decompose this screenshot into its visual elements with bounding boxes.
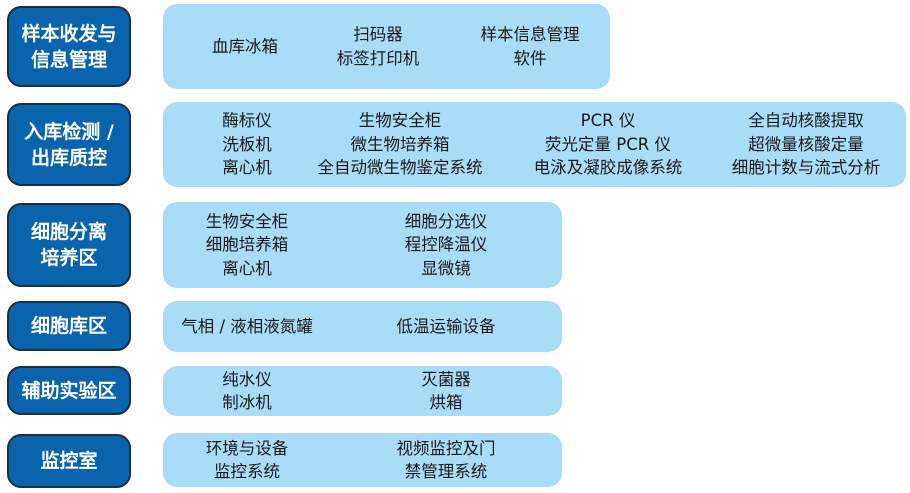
- equipment-column: PCR 仪荧光定量 PCR 仪电泳及凝胶成像系统: [534, 109, 683, 180]
- equipment-item: PCR 仪: [580, 111, 636, 131]
- equipment-item: 电泳及凝胶成像系统: [533, 158, 683, 178]
- equipment-column: 扫码器标签打印机: [337, 23, 420, 70]
- equipment-item: 细胞培养箱: [205, 235, 289, 255]
- equipment-column: 细胞分选仪程控降温仪显微镜: [405, 210, 488, 281]
- equipment-column: 生物安全柜微生物培养箱全自动微生物鉴定系统: [318, 109, 483, 180]
- equipment-item: 制冰机: [222, 393, 272, 412]
- equipment-item: 软件: [513, 48, 547, 68]
- zone-label: 监控室: [7, 434, 131, 488]
- zone-label-text: 细胞库区: [30, 315, 107, 337]
- equipment-item: 超微量核酸定量: [748, 134, 864, 154]
- equipment-column: 环境与设备监控系统: [206, 437, 289, 484]
- equipment-column: 样本信息管理软件: [481, 23, 580, 70]
- equipment-column: 视频监控及门禁管理系统: [397, 437, 496, 484]
- equipment-column: 全自动核酸提取超微量核酸定量细胞计数与流式分析: [732, 109, 881, 180]
- equipment-item: 细胞分选仪: [404, 211, 488, 231]
- equipment-item: 标签打印机: [336, 48, 420, 68]
- equipment-item: 血库冰箱: [212, 36, 278, 56]
- equipment-column: 生物安全柜细胞培养箱离心机: [206, 210, 289, 281]
- equipment-item: 禁管理系统: [404, 462, 488, 481]
- zone-label-text: 细胞分离 培养区: [30, 221, 107, 269]
- equipment-item: 灭菌器: [421, 369, 471, 389]
- equipment-column: 低温运输设备: [397, 315, 496, 339]
- equipment-panel: [163, 433, 562, 487]
- equipment-panel: [163, 102, 906, 187]
- equipment-item: 全自动核酸提取: [748, 111, 864, 131]
- zone-label-text: 样本收发与 信息管理: [21, 22, 117, 71]
- zone-label: 样本收发与 信息管理: [7, 6, 131, 87]
- zone-label-text: 入库检测 / 出库质控: [24, 120, 114, 169]
- zone-label-text: 辅助实验区: [21, 379, 117, 402]
- zone-label: 细胞库区: [7, 301, 131, 351]
- equipment-item: 洗板机: [222, 134, 272, 154]
- zone-label: 辅助实验区: [7, 366, 131, 415]
- equipment-column: 气相 / 液相液氮罐: [181, 315, 313, 339]
- zone-label: 入库检测 / 出库质控: [7, 103, 131, 186]
- equipment-item: 生物安全柜: [205, 211, 289, 231]
- equipment-item: 酶标仪: [222, 111, 272, 131]
- equipment-item: 样本信息管理: [480, 25, 580, 44]
- equipment-item: 生物安全柜: [358, 111, 442, 131]
- equipment-item: 视频监控及门: [396, 438, 496, 458]
- equipment-item: 扫码器: [353, 25, 403, 44]
- equipment-panel: [163, 301, 562, 352]
- equipment-column: 灭菌器烘箱: [421, 368, 471, 415]
- equipment-item: 全自动微生物鉴定系统: [317, 158, 483, 178]
- equipment-item: 环境与设备: [205, 438, 289, 458]
- equipment-item: 离心机: [222, 158, 272, 178]
- equipment-item: 纯水仪: [222, 369, 272, 389]
- equipment-item: 监控系统: [214, 462, 280, 481]
- equipment-item: 荧光定量 PCR 仪: [545, 134, 671, 154]
- equipment-item: 微生物培养箱: [350, 134, 450, 154]
- equipment-panel: [163, 366, 562, 416]
- equipment-item: 烘箱: [429, 393, 463, 412]
- equipment-item: 低温运输设备: [396, 316, 496, 336]
- equipment-column: 酶标仪洗板机离心机: [222, 109, 272, 180]
- equipment-panel: [163, 202, 562, 288]
- equipment-column: 血库冰箱: [212, 35, 278, 59]
- equipment-column: 纯水仪制冰机: [222, 368, 272, 415]
- zone-label-text: 监控室: [40, 450, 98, 472]
- equipment-item: 气相 / 液相液氮罐: [181, 316, 313, 336]
- zone-label: 细胞分离 培养区: [7, 203, 131, 287]
- equipment-item: 细胞计数与流式分析: [731, 158, 881, 178]
- equipment-item: 程控降温仪: [404, 235, 488, 255]
- equipment-item: 离心机: [222, 258, 272, 278]
- equipment-item: 显微镜: [421, 258, 471, 278]
- equipment-panel: [163, 4, 610, 89]
